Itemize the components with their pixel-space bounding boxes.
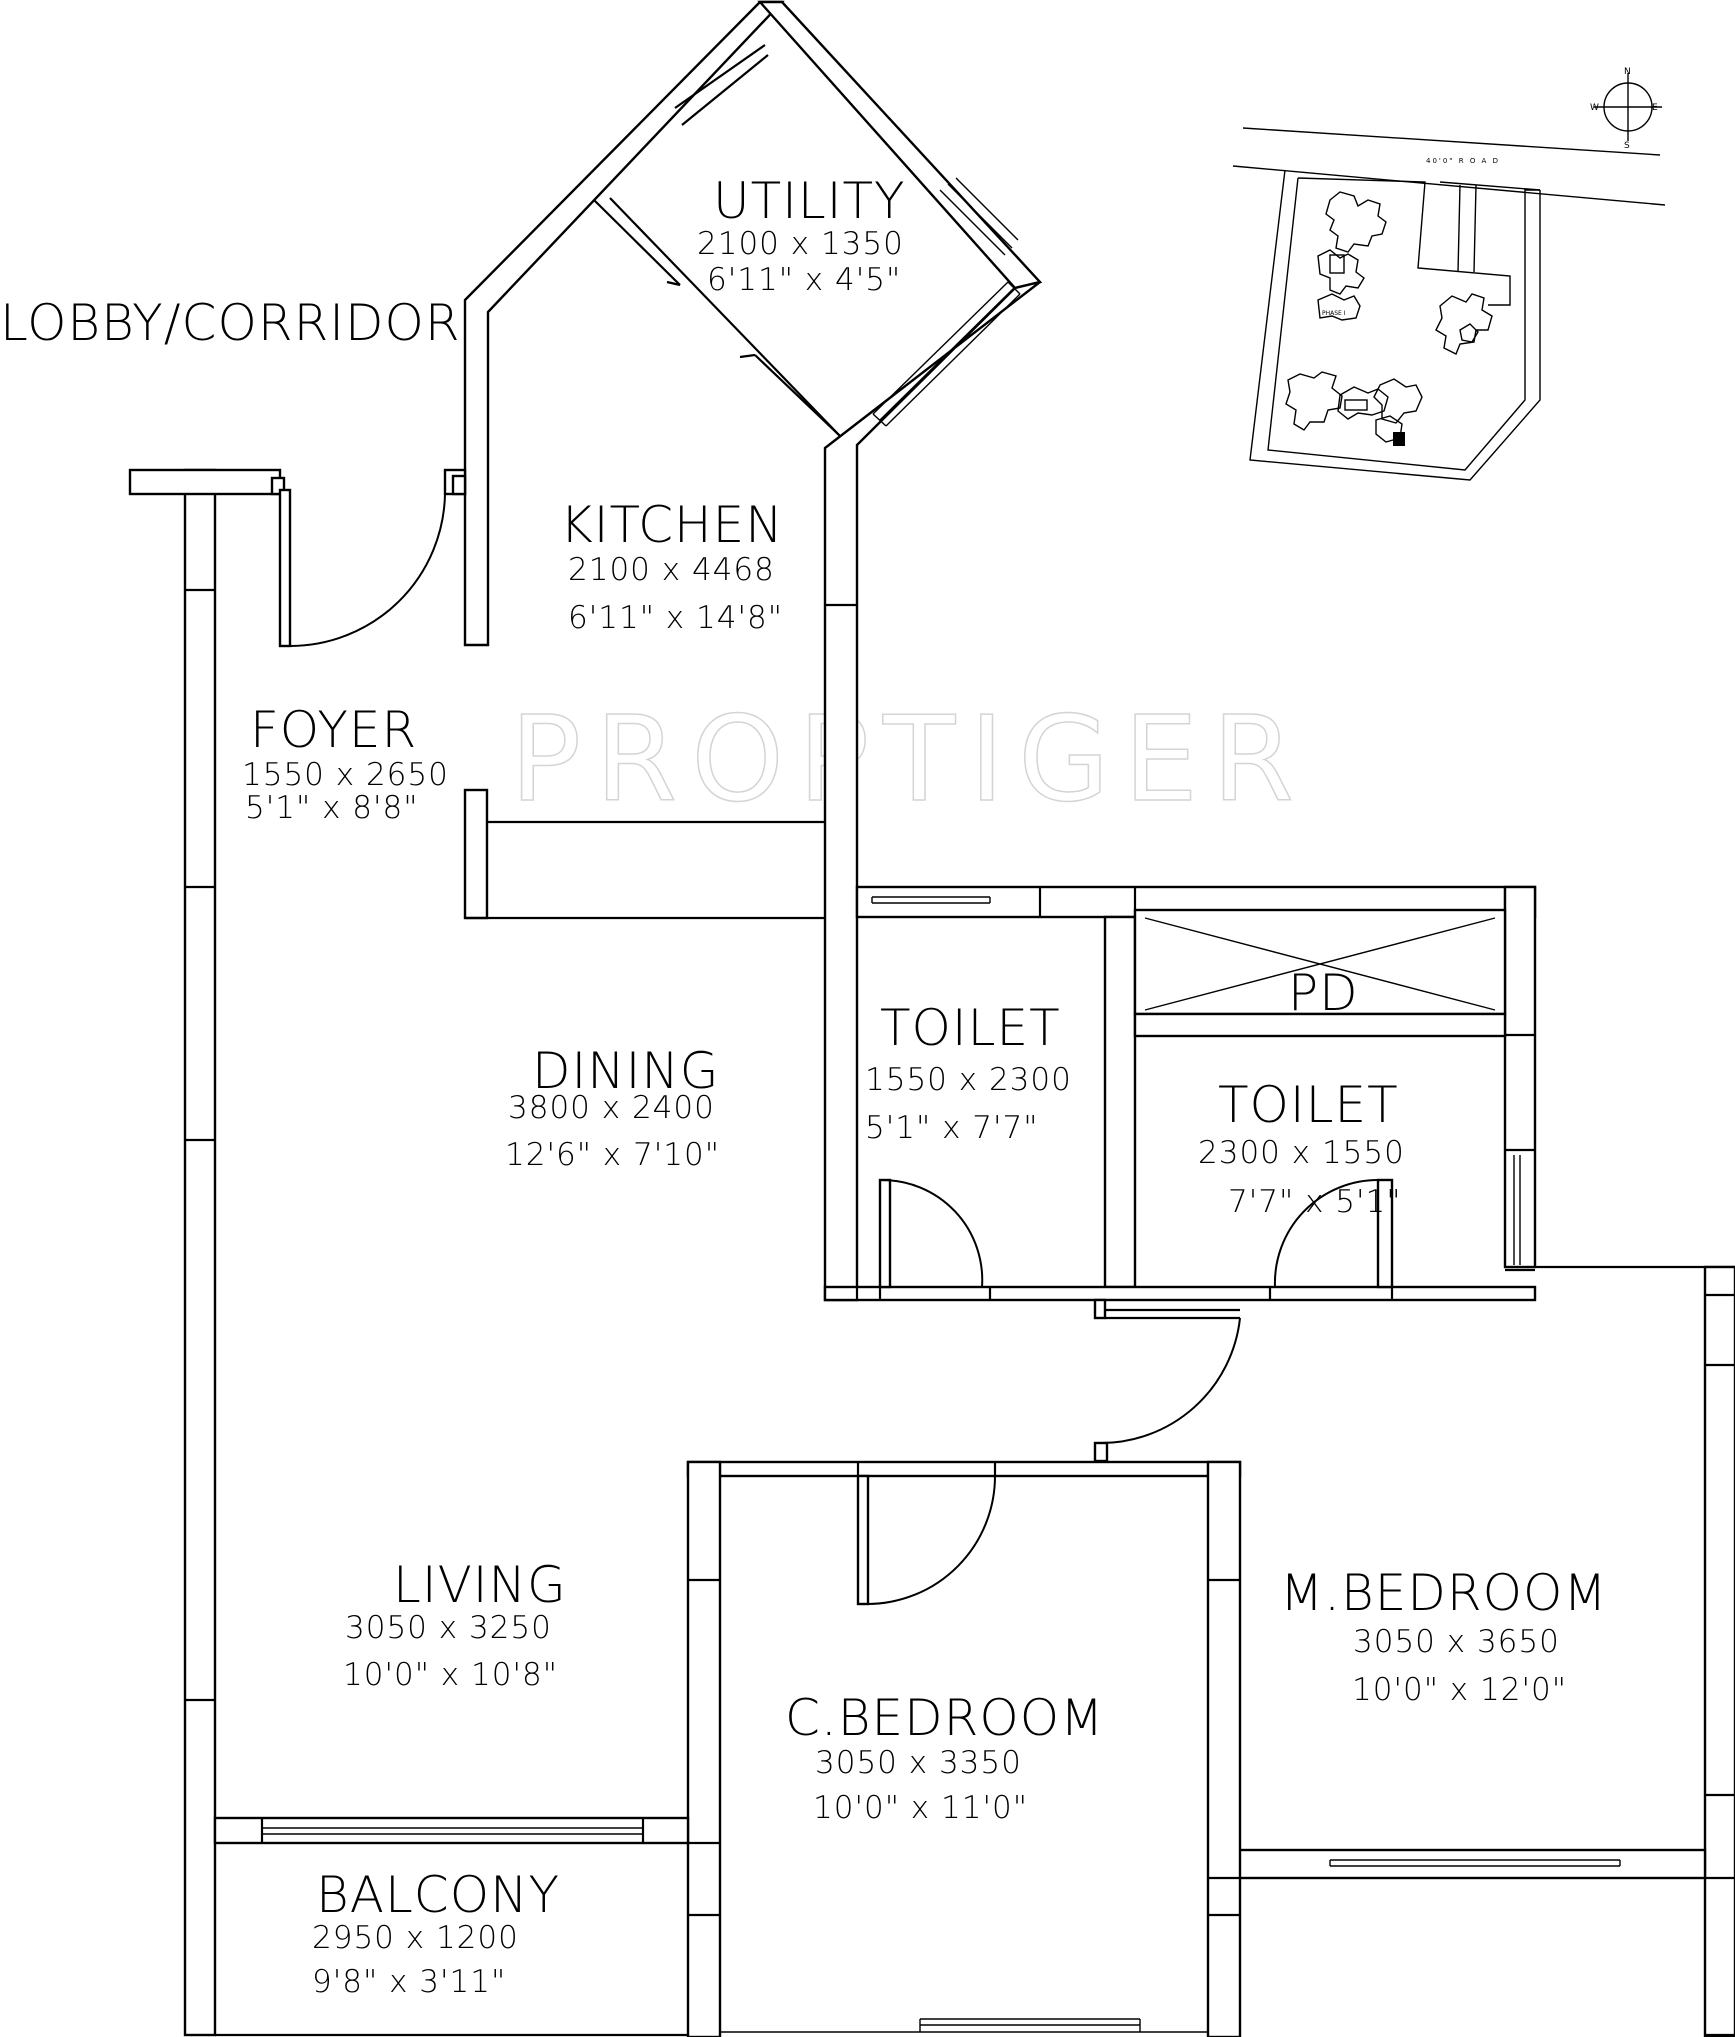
svg-text:N: N — [1624, 67, 1631, 77]
foyer-partition — [463, 603, 857, 920]
svg-text:M.BEDROOM: M.BEDROOM — [1280, 1564, 1607, 1622]
svg-text:7'7" x 5'1": 7'7" x 5'1" — [1228, 1184, 1402, 1220]
room-dining: DINING 3800 x 2400 12'6" x 7'10" — [505, 1042, 720, 1173]
svg-text:3800 x 2400: 3800 x 2400 — [508, 1090, 715, 1126]
svg-text:KITCHEN: KITCHEN — [560, 496, 784, 554]
svg-text:C.BEDROOM: C.BEDROOM — [785, 1689, 1104, 1747]
svg-text:FOYER: FOYER — [250, 701, 417, 759]
toilet1-door[interactable] — [881, 1178, 984, 1288]
svg-text:2100 x 1350: 2100 x 1350 — [697, 226, 904, 262]
mbedroom-door-jamb-bottom — [1093, 1441, 1109, 1463]
room-cbedroom: C.BEDROOM 3050 x 3350 10'0" x 11'0" — [785, 1689, 1104, 1826]
compass-icon: N S E W — [1590, 67, 1662, 151]
key-plan: N S E W 40'0" R O A D PHASE I — [1232, 67, 1666, 481]
room-kitchen: KITCHEN 2100 x 4468 6'11" x 14'8" — [560, 496, 784, 636]
building-cluster-south — [1285, 371, 1423, 446]
building-cluster-north: PHASE I — [1317, 191, 1387, 321]
mbedroom-walls — [1218, 1265, 1735, 2037]
mbedroom-door-jamb-top — [1093, 1298, 1107, 1320]
room-mbedroom: M.BEDROOM 3050 x 3650 10'0" x 12'0" — [1280, 1564, 1607, 1708]
room-toilet-1: TOILET 1550 x 2300 5'1" x 7'7" — [865, 999, 1072, 1146]
unit-marker — [1393, 432, 1405, 446]
svg-text:TOILET: TOILET — [880, 999, 1061, 1057]
svg-text:DINING: DINING — [532, 1042, 720, 1100]
kitchen-utility-walls — [463, 0, 1043, 1302]
toilets-block — [823, 885, 1537, 1302]
lobby-label: LOBBY/CORRIDOR — [0, 294, 461, 352]
svg-text:5'1" x 8'8": 5'1" x 8'8" — [245, 790, 419, 826]
svg-text:TOILET: TOILET — [1218, 1076, 1399, 1134]
entrance-door[interactable] — [289, 493, 446, 647]
svg-text:2100 x 4468: 2100 x 4468 — [568, 552, 775, 588]
svg-text:1550 x 2650: 1550 x 2650 — [242, 757, 449, 793]
room-foyer: FOYER 1550 x 2650 5'1" x 8'8" — [242, 701, 449, 826]
svg-text:2950 x 1200: 2950 x 1200 — [312, 1920, 519, 1956]
cbedroom-walls — [686, 1460, 1242, 2037]
svg-text:2300 x 1550: 2300 x 1550 — [1198, 1135, 1405, 1171]
cbedroom-door[interactable] — [867, 1475, 996, 1605]
room-toilet-2: TOILET 2300 x 1550 7'7" x 5'1" — [1198, 1076, 1405, 1220]
svg-text:10'0" x 11'0": 10'0" x 11'0" — [813, 1790, 1028, 1826]
room-balcony: BALCONY 2950 x 1200 9'8" x 3'11" — [312, 1866, 560, 2000]
svg-text:12'6" x 7'10": 12'6" x 7'10" — [505, 1137, 720, 1173]
room-utility: UTILITY 2100 x 1350 6'11" x 4'5" — [697, 172, 906, 298]
building-cluster-east — [1435, 293, 1493, 355]
room-living: LIVING 3050 x 3250 10'0" x 10'8" — [343, 1556, 567, 1693]
svg-text:S: S — [1624, 141, 1630, 151]
svg-text:UTILITY: UTILITY — [713, 172, 906, 230]
svg-text:6'11" x 14'8": 6'11" x 14'8" — [568, 600, 783, 636]
toilet2-door[interactable] — [1273, 1179, 1379, 1288]
svg-text:3050 x 3650: 3050 x 3650 — [1353, 1624, 1560, 1660]
watermark: PROPTIGER — [510, 690, 1308, 828]
svg-text:E: E — [1652, 103, 1658, 113]
road-label: 40'0" R O A D — [1426, 157, 1500, 165]
svg-text:3050 x 3250: 3050 x 3250 — [345, 1610, 552, 1646]
svg-text:LIVING: LIVING — [393, 1556, 567, 1614]
svg-text:10'0" x 10'8": 10'0" x 10'8" — [343, 1657, 558, 1693]
pd-label: PD — [1288, 964, 1359, 1022]
svg-text:9'8" x 3'11": 9'8" x 3'11" — [312, 1964, 506, 2000]
svg-text:1550 x 2300: 1550 x 2300 — [865, 1062, 1072, 1098]
svg-text:5'1" x 7'7": 5'1" x 7'7" — [865, 1110, 1039, 1146]
mbedroom-door[interactable] — [1099, 1317, 1241, 1445]
svg-text:PHASE I: PHASE I — [1322, 310, 1346, 317]
svg-text:W: W — [1590, 103, 1599, 113]
balcony-walls — [213, 1816, 690, 2037]
west-wall — [128, 468, 467, 2037]
svg-text:BALCONY: BALCONY — [316, 1866, 560, 1924]
svg-text:6'11" x 4'5": 6'11" x 4'5" — [707, 262, 901, 298]
svg-text:10'0" x 12'0": 10'0" x 12'0" — [1352, 1672, 1567, 1708]
svg-text:3050 x 3350: 3050 x 3350 — [815, 1745, 1022, 1781]
